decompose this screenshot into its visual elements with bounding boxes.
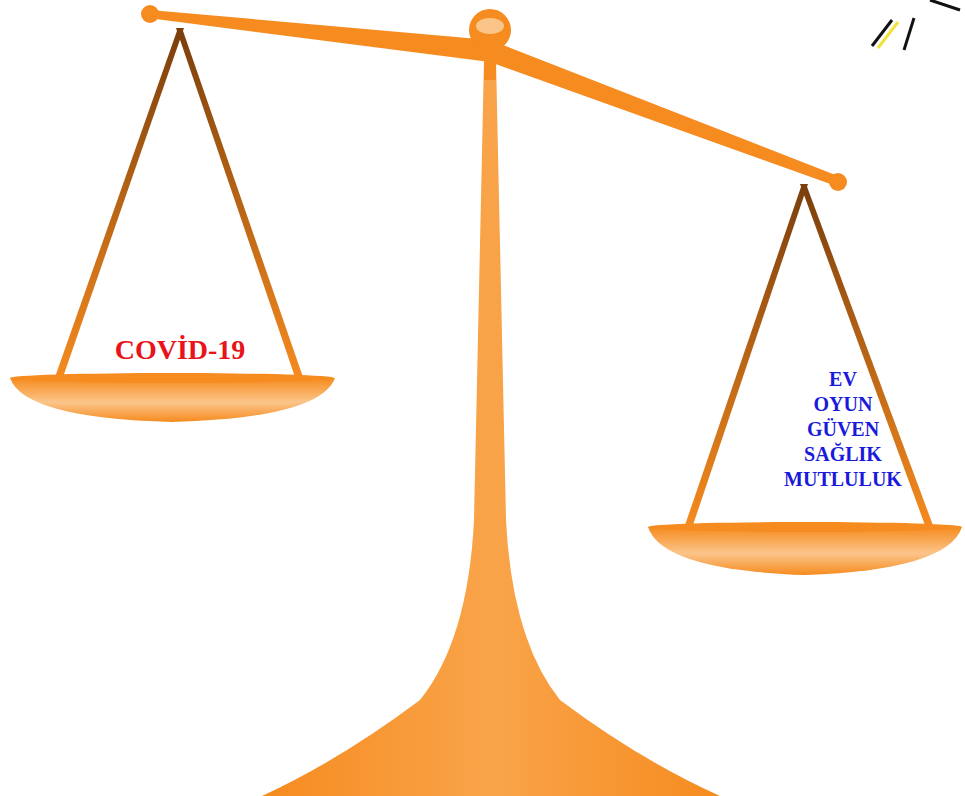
scale-pan <box>10 378 335 422</box>
pan-string <box>54 28 184 380</box>
pan-rim <box>10 373 334 383</box>
load-label: SAĞLIK <box>804 443 882 465</box>
corner-mark <box>872 0 960 50</box>
scale-post <box>262 60 720 796</box>
scale-pan <box>648 527 962 575</box>
pan-rim <box>648 522 962 532</box>
load-label: EV <box>829 368 857 390</box>
load-label: MUTLULUK <box>784 468 902 490</box>
scale-beam <box>148 10 838 186</box>
load-label: COVİD-19 <box>115 335 246 366</box>
load-label: OYUN <box>814 393 873 415</box>
pan-string <box>176 28 304 380</box>
pivot-shine <box>476 18 504 34</box>
pivot-knob <box>469 9 511 51</box>
beam-end <box>141 5 159 23</box>
load-label: GÜVEN <box>807 418 879 440</box>
beam-end <box>829 173 847 191</box>
